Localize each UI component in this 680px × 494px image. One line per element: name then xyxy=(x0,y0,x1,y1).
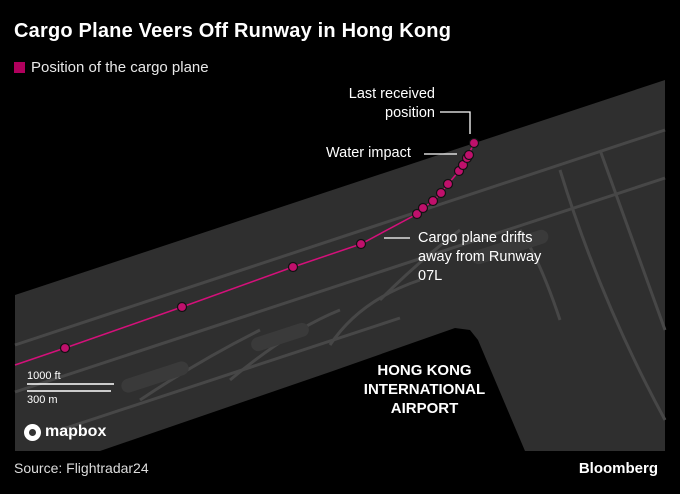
position-point xyxy=(435,187,447,199)
position-point xyxy=(468,137,480,149)
position-point xyxy=(442,178,454,190)
legend-label: Position of the cargo plane xyxy=(31,59,209,76)
last-position-label: Last received position xyxy=(340,85,435,123)
position-point xyxy=(411,208,423,220)
position-point xyxy=(287,261,299,273)
last-position-line-2: position xyxy=(385,105,435,121)
position-point xyxy=(176,301,188,313)
position-point xyxy=(59,342,71,354)
plane-positions xyxy=(59,137,480,354)
drift-line-2: away from Runway xyxy=(418,249,542,265)
chart-title: Cargo Plane Veers Off Runway in Hong Kon… xyxy=(14,20,452,42)
drift-line-1: Cargo plane drifts xyxy=(418,230,533,246)
position-point xyxy=(427,195,439,207)
position-point xyxy=(417,202,429,214)
runway-pads xyxy=(121,229,549,393)
mapbox-text: mapbox xyxy=(45,423,107,440)
bloomberg-logo: Bloomberg xyxy=(578,460,658,477)
scale-meters: 300 m xyxy=(27,394,58,406)
position-point xyxy=(463,149,475,161)
last-position-line-1: Last received xyxy=(348,86,435,102)
airport-land xyxy=(15,80,665,451)
mapbox-logo-icon xyxy=(24,423,41,441)
annotation-leaders xyxy=(384,111,471,239)
position-point xyxy=(355,238,367,250)
legend-swatch xyxy=(14,62,25,73)
scale-feet: 1000 ft xyxy=(27,370,61,382)
legend: Position of the cargo plane xyxy=(14,59,209,76)
mapbox-attribution[interactable]: mapbox xyxy=(24,423,106,441)
airport-label: HONG KONG INTERNATIONAL AIRPORT xyxy=(352,361,497,418)
airport-line-2: INTERNATIONAL xyxy=(363,381,486,398)
airport-line-1: HONG KONG xyxy=(377,362,472,379)
source-note: Source: Flightradar24 xyxy=(14,460,149,476)
water-impact-label: Water impact xyxy=(326,145,411,161)
airport-line-3: AIRPORT xyxy=(390,400,459,417)
drift-line-3: 07L xyxy=(418,268,443,284)
scale-bar xyxy=(27,383,114,392)
drift-label: Cargo plane drifts away from Runway 07L xyxy=(418,229,541,286)
